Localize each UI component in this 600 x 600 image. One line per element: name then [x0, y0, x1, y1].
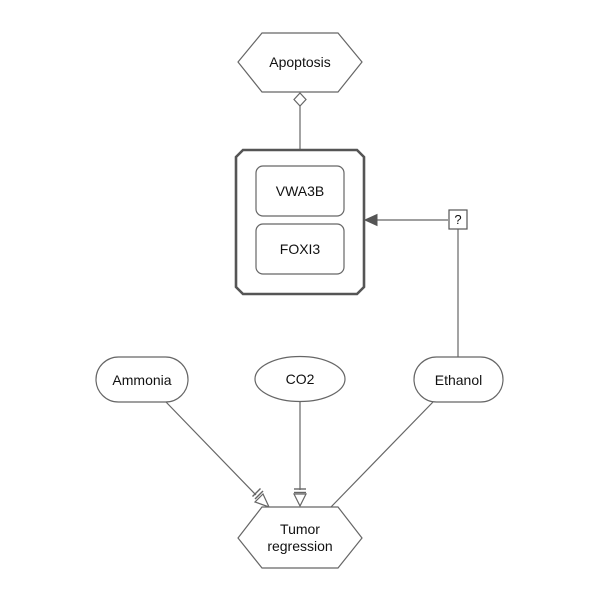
node-co2[interactable]: CO2	[254, 355, 346, 403]
node-apoptosis[interactable]: Apoptosis	[237, 32, 363, 93]
modulation-diamond-icon	[293, 92, 307, 107]
node-foxi3[interactable]: FOXI3	[255, 223, 345, 275]
inhibition-bar-icon	[254, 490, 264, 500]
apoptosis-label: Apoptosis	[269, 54, 330, 70]
node-ethanol[interactable]: Ethanol	[413, 356, 504, 403]
inhibition-bar-icon	[252, 488, 261, 497]
ammonia-pill	[95, 356, 189, 403]
tumor-regression-label-line1: Tumor	[280, 521, 320, 537]
node-ammonia[interactable]: Ammonia	[95, 356, 189, 403]
vwa3b-label: VWA3B	[276, 183, 325, 199]
process-box	[448, 209, 468, 230]
ethanol-label: Ethanol	[435, 372, 482, 388]
node-complex[interactable]: VWA3B FOXI3	[234, 148, 366, 296]
edge-ethanol-tumor	[330, 401, 434, 508]
edge-ammonia-tumor	[165, 401, 257, 496]
foxi3-box	[255, 223, 345, 275]
co2-ellipse	[254, 355, 346, 403]
apoptosis-hexagon-shape	[237, 32, 363, 93]
node-uncertain-process[interactable]: ?	[448, 209, 468, 230]
node-tumor-regression[interactable]: Tumor regression	[237, 506, 363, 569]
tumor-regression-hexagon-shape	[237, 506, 363, 569]
process-label: ?	[454, 212, 461, 227]
vwa3b-box	[255, 165, 345, 217]
ammonia-label: Ammonia	[112, 372, 171, 388]
co2-label: CO2	[286, 371, 315, 387]
node-vwa3b[interactable]: VWA3B	[255, 165, 345, 217]
foxi3-label: FOXI3	[280, 241, 321, 257]
production-arrow-icon	[363, 213, 378, 227]
ethanol-pill	[413, 356, 504, 403]
open-arrow-icon	[253, 492, 271, 509]
tumor-regression-label-line2: regression	[267, 538, 332, 554]
open-arrow-icon	[293, 493, 307, 508]
